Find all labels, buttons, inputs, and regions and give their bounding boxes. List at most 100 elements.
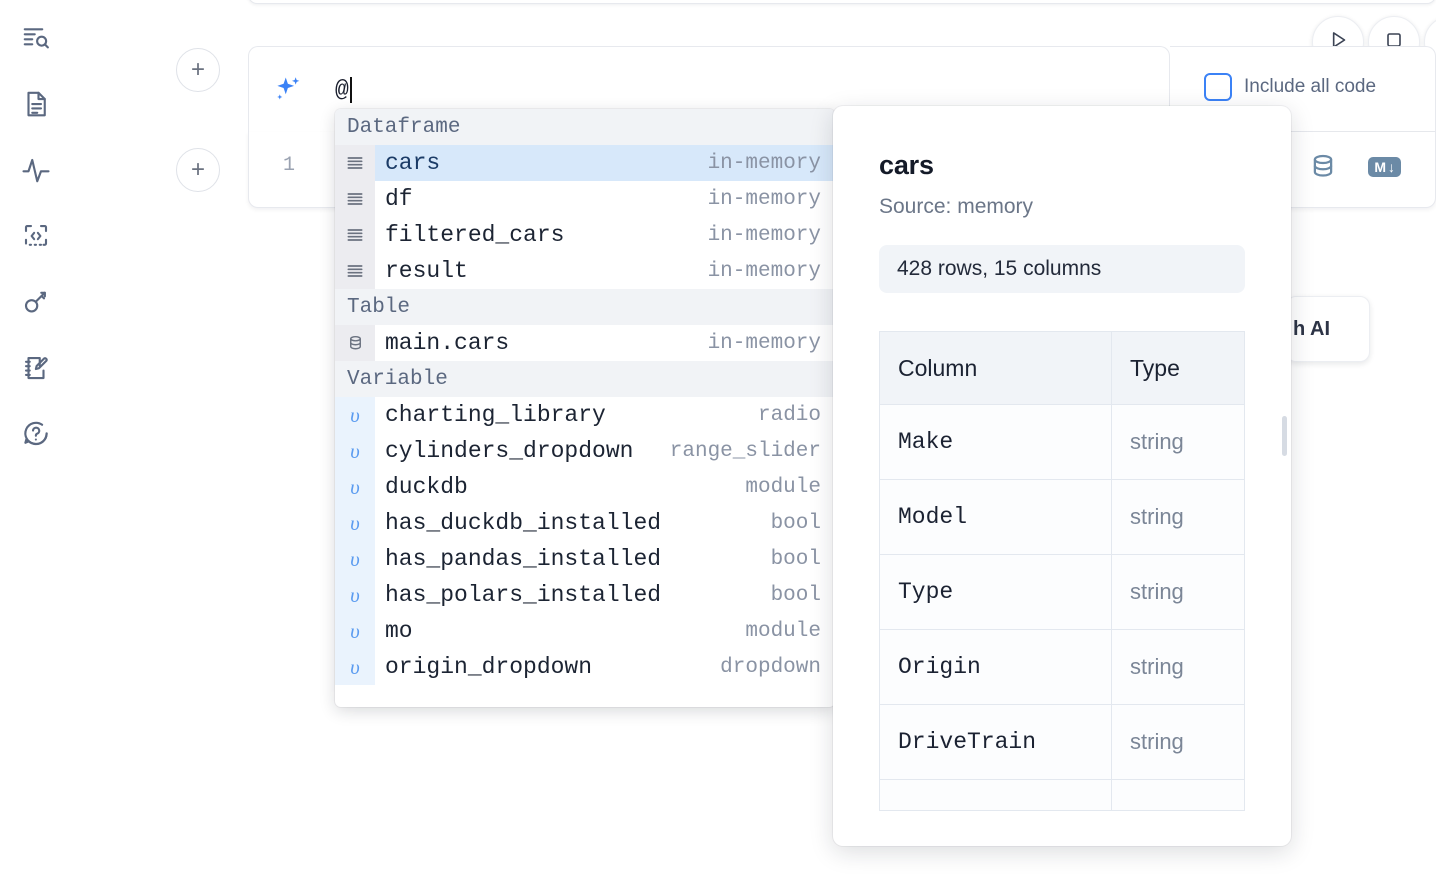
autocomplete-item-type: range_slider (669, 439, 821, 463)
plus-icon: + (190, 156, 205, 183)
autocomplete-item-name: duckdb (385, 474, 468, 500)
variable-icon: υ (335, 577, 375, 613)
detail-scrollbar[interactable] (1282, 416, 1287, 456)
sidebar-item-scratchpad[interactable] (14, 346, 58, 390)
sidebar-item-snippets[interactable] (14, 214, 58, 258)
autocomplete-item-type: in-memory (707, 223, 821, 247)
variable-icon: υ (335, 613, 375, 649)
include-all-code-label: Include all code (1244, 76, 1377, 97)
schema-column-type: string (1112, 555, 1244, 629)
code-snippet-icon (21, 221, 51, 251)
schema-column-type: string (1112, 480, 1244, 554)
line-number: 1 (282, 154, 295, 177)
scratchpad-edit-icon (21, 353, 51, 383)
markdown-icon[interactable]: M↓ (1368, 157, 1401, 177)
file-explorer-search-icon (21, 23, 51, 53)
autocomplete-item-name: df (385, 186, 413, 212)
autocomplete-item-name: charting_library (385, 402, 606, 428)
autocomplete-item-type: radio (757, 403, 821, 427)
detail-source: Source: memory (879, 195, 1034, 218)
key-icon (21, 287, 51, 317)
sidebar-item-secrets[interactable] (14, 280, 58, 324)
autocomplete-item-type: dropdown (720, 655, 821, 679)
sidebar-item-document[interactable] (14, 82, 58, 126)
autocomplete-item[interactable]: main.cars in-memory (335, 325, 835, 361)
with-ai-label: h AI (1293, 317, 1331, 340)
autocomplete-item-name: origin_dropdown (385, 654, 593, 680)
autocomplete-item-name: cars (385, 150, 441, 176)
schema-column-name: Make (880, 405, 1112, 479)
schema-column-type: string (1112, 630, 1244, 704)
schema-column-type: string (1112, 705, 1244, 779)
autocomplete-item[interactable]: df in-memory (335, 181, 835, 217)
autocomplete-item-type: in-memory (707, 331, 821, 355)
autocomplete-item-type: in-memory (707, 259, 821, 283)
autocomplete-item-type: bool (770, 547, 821, 571)
detail-shape-badge: 428 rows, 15 columns (879, 245, 1245, 293)
autocomplete-item[interactable]: filtered_cars in-memory (335, 217, 835, 253)
autocomplete-item-type: in-memory (707, 151, 821, 175)
add-cell-below-button[interactable]: + (176, 148, 220, 192)
variable-icon: υ (335, 433, 375, 469)
autocomplete-item-type: bool (770, 583, 821, 607)
autocomplete-item[interactable]: cars in-memory (335, 145, 835, 181)
plus-icon: + (190, 56, 205, 83)
help-question-icon (21, 419, 51, 449)
schema-type-header: Type (1130, 354, 1180, 381)
schema-column-name: Origin (880, 630, 1112, 704)
sidebar-item-activity[interactable] (14, 148, 58, 192)
include-all-code-row[interactable]: Include all code (1204, 73, 1376, 101)
variable-icon: υ (335, 541, 375, 577)
with-ai-button[interactable]: h AI (1286, 296, 1370, 362)
add-cell-above-button[interactable]: + (176, 48, 220, 92)
schema-column-name: DriveTrain (880, 705, 1112, 779)
database-icon[interactable] (1308, 152, 1338, 182)
cell-action-icons: M↓ (1308, 152, 1401, 182)
text-caret (349, 77, 352, 103)
include-all-code-checkbox[interactable] (1204, 73, 1232, 101)
autocomplete-item[interactable]: υ has_pandas_installed bool (335, 541, 835, 577)
sparkle-icon (271, 73, 305, 107)
database-icon (335, 325, 375, 361)
autocomplete-item-name: has_duckdb_installed (385, 510, 662, 536)
schema-column-name: Type (880, 555, 1112, 629)
ai-prompt-input[interactable]: @ (335, 69, 1135, 111)
variable-icon: υ (335, 397, 375, 433)
autocomplete-item-name: has_polars_installed (385, 582, 662, 608)
autocomplete-item[interactable]: υ has_polars_installed bool (335, 577, 835, 613)
autocomplete-item-type: in-memory (707, 187, 821, 211)
autocomplete-item-name: main.cars (385, 330, 510, 356)
dataframe-lines-icon (335, 253, 375, 289)
dataframe-lines-icon (335, 217, 375, 253)
markdown-arrow: ↓ (1388, 159, 1395, 175)
sidebar-item-file-explorer[interactable] (14, 16, 58, 60)
autocomplete-item-name: filtered_cars (385, 222, 565, 248)
autocomplete-item-type: bool (770, 511, 821, 535)
autocomplete-item[interactable]: υ origin_dropdown dropdown (335, 649, 835, 685)
autocomplete-item[interactable]: result in-memory (335, 253, 835, 289)
sidebar-item-help[interactable] (14, 412, 58, 456)
play-icon (1325, 27, 1351, 58)
autocomplete-item[interactable]: υ charting_library radio (335, 397, 835, 433)
autocomplete-section-header: Variable (335, 361, 835, 397)
completion-detail-popover: cars Source: memory 428 rows, 15 columns… (833, 106, 1291, 846)
autocomplete-item-name: has_pandas_installed (385, 546, 662, 572)
variable-icon: υ (335, 649, 375, 685)
autocomplete-item-name: result (385, 258, 468, 284)
ai-prompt-value: @ (335, 77, 349, 103)
schema-column-name: Model (880, 480, 1112, 554)
cell-card-above (248, 0, 1436, 4)
